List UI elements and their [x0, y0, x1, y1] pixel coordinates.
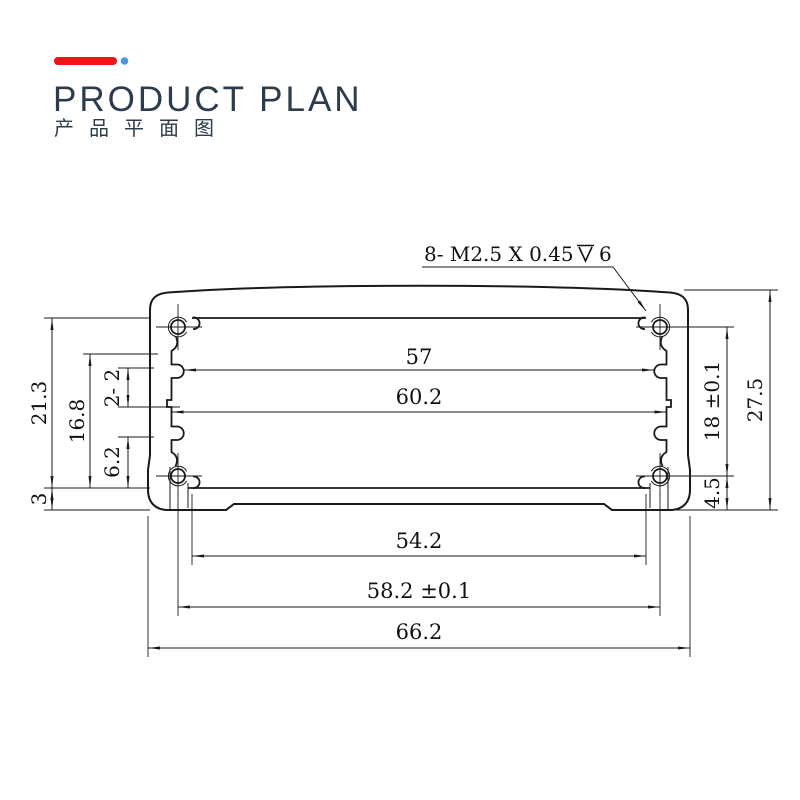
dim-base-thickness: 3 — [27, 493, 51, 506]
dim-boss-offset: 6.2 — [100, 446, 124, 478]
dim-slot-width: 57 — [406, 345, 433, 369]
dim-boss-to-bottom: 4.5 — [700, 477, 724, 509]
dim-step-height: 16.8 — [65, 399, 89, 444]
accent-mark — [54, 57, 129, 65]
dimension-labels: 57 60.2 54.2 58.2 ±0.1 66.2 21.3 16.8 2-… — [27, 345, 767, 644]
dim-inner-height-left: 21.3 — [27, 381, 51, 426]
thread-callout: 8- M2.5 X 0.45 6 — [422, 242, 647, 312]
page-subtitle: 产品平面图 — [54, 118, 229, 140]
dim-bottom-recess-width: 54.2 — [396, 529, 443, 553]
dim-boss-center-width: 58.2 ±0.1 — [367, 579, 471, 603]
dim-overall-width: 66.2 — [396, 620, 443, 644]
dimension-lines — [50, 290, 772, 650]
thread-callout-text: 8- M2.5 X 0.45 — [424, 242, 574, 266]
thread-callout-count: 6 — [599, 242, 612, 266]
page-title: PRODUCT PLAN — [53, 80, 363, 119]
depth-symbol-icon — [577, 244, 594, 263]
left-wall-profile — [156, 304, 202, 509]
callout-leader-line — [612, 266, 647, 312]
dim-boss-center-height: 18 ±0.1 — [700, 361, 724, 441]
dim-slot-pair: 2- 2 — [100, 369, 124, 408]
outer-shell — [147, 284, 691, 511]
dim-inner-width: 60.2 — [396, 385, 443, 409]
extension-lines — [44, 289, 778, 657]
accent-dot-icon — [120, 57, 129, 65]
right-wall-profile — [635, 303, 683, 510]
enclosure-profile — [147, 284, 691, 511]
accent-bar-icon — [54, 57, 117, 65]
dim-overall-height: 27.5 — [743, 378, 767, 423]
